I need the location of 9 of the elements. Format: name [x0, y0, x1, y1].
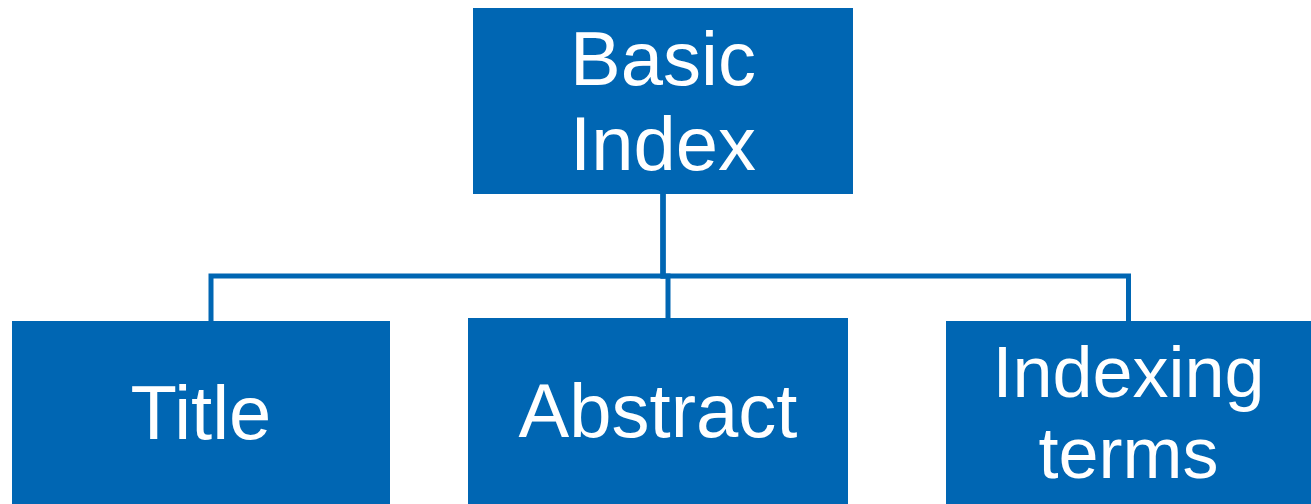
- box-label: Title: [130, 369, 272, 456]
- box-label: Indexing terms: [991, 331, 1266, 494]
- box-label: Basic Index: [569, 15, 757, 187]
- hierarchy-box: [468, 318, 848, 504]
- box-label: Abstract: [518, 368, 798, 454]
- hierarchy-box: [946, 321, 1311, 504]
- hierarchy-box: [473, 8, 853, 194]
- connector-line: [660, 194, 1131, 321]
- hierarchy-box: [12, 321, 390, 504]
